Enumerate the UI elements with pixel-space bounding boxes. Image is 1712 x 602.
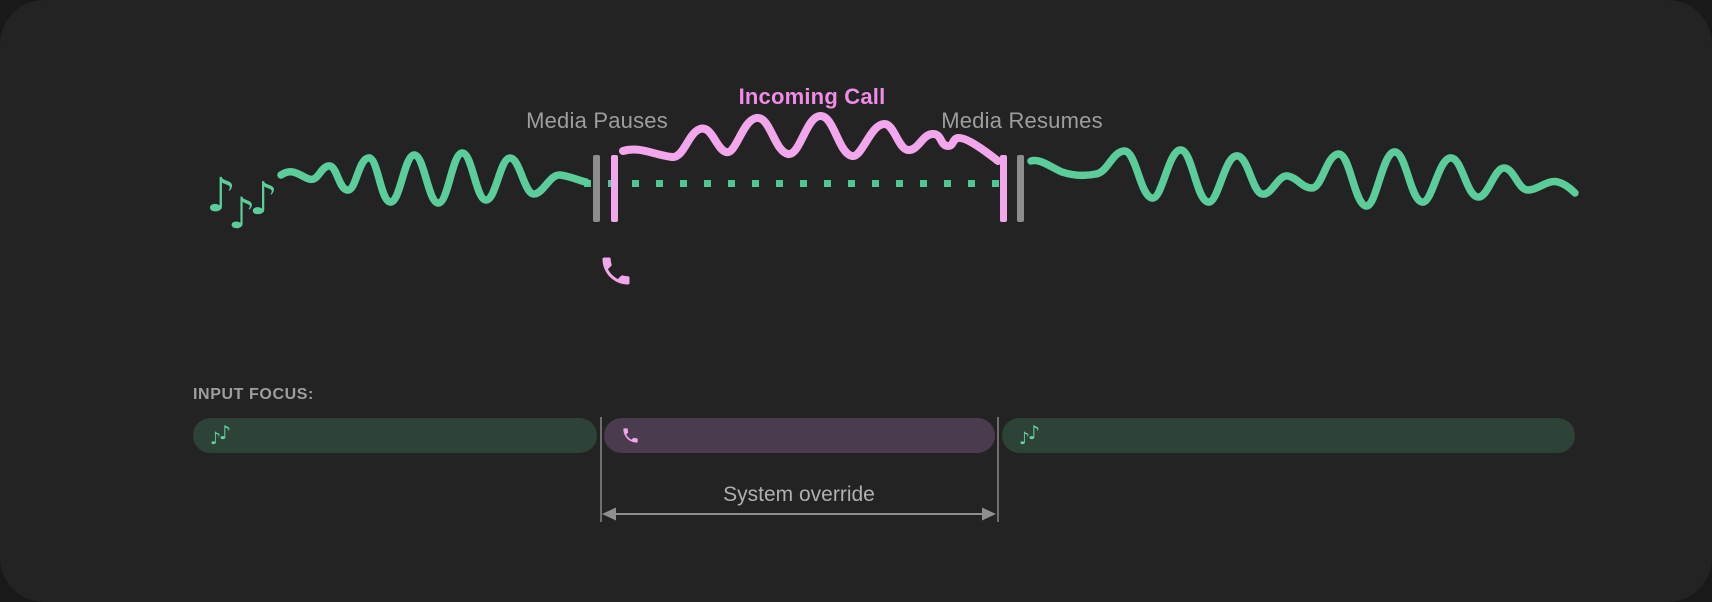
music-notes-icon: ♪♪ xyxy=(1019,422,1040,449)
waveform-media-before xyxy=(277,149,590,207)
waveform-media-after xyxy=(1027,146,1579,210)
incoming-call-label: Incoming Call xyxy=(738,84,886,109)
music-notes-icon: ♪♪ xyxy=(210,422,231,449)
media-resumes-label: Media Resumes xyxy=(941,108,1103,133)
focus-bar-media-before: ♪♪ xyxy=(193,418,597,453)
input-focus-heading: INPUT FOCUS: xyxy=(193,386,314,403)
focus-bar-call xyxy=(604,418,995,453)
svg-text:♪: ♪ xyxy=(249,172,278,225)
system-override-label: System override xyxy=(723,483,875,506)
svg-text:♪: ♪ xyxy=(228,189,255,239)
focus-bar-media-after: ♪♪ xyxy=(1002,418,1575,453)
waveform-incoming-call xyxy=(619,112,1002,165)
svg-text:♪: ♪ xyxy=(206,168,236,223)
phone-icon xyxy=(602,257,630,285)
override-guide-line-left xyxy=(600,417,602,522)
override-guide-line-right xyxy=(997,417,999,522)
system-override-arrow xyxy=(602,507,996,521)
media-resumes-marker xyxy=(1000,155,1024,222)
music-notes-icon: ♪ ♪ ♪ xyxy=(206,168,278,239)
media-pauses-label: Media Pauses xyxy=(526,108,668,133)
phone-icon xyxy=(621,426,640,445)
media-pauses-marker xyxy=(593,155,618,222)
